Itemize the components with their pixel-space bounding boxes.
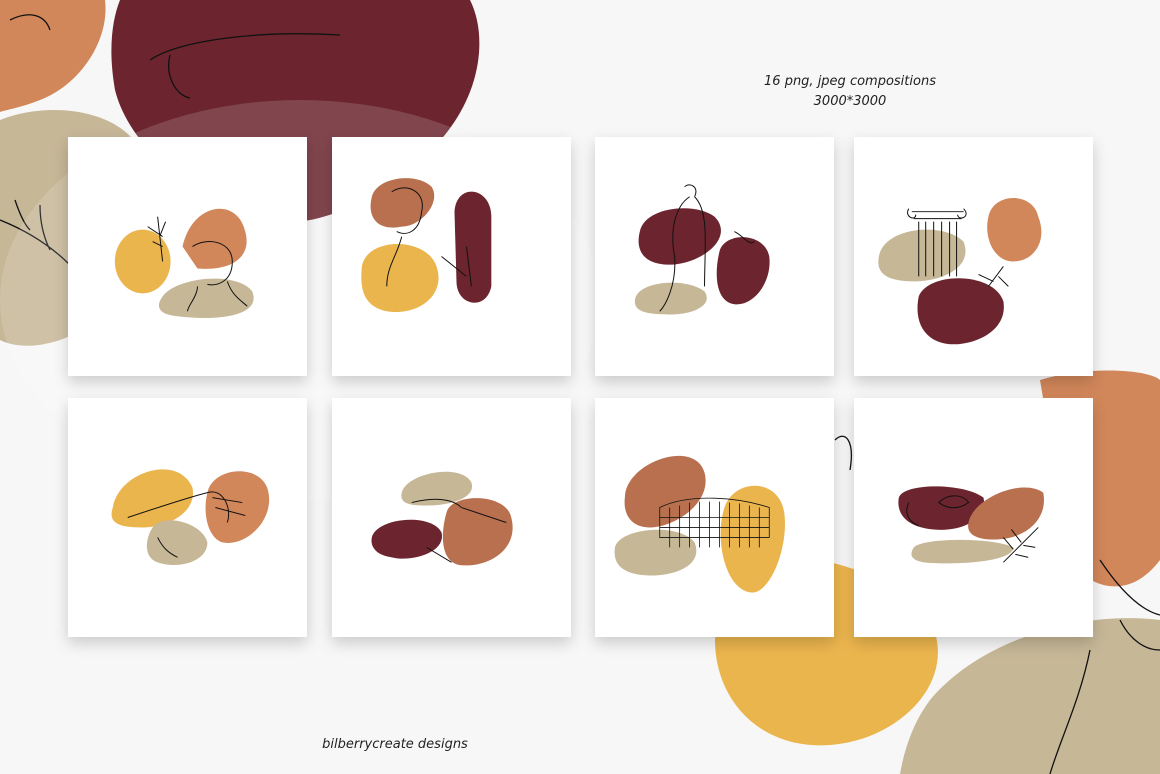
- composition-card-hand-wing: [68, 398, 307, 637]
- bg-blob-beige-bottomright: [900, 618, 1160, 774]
- bg-leaf-branch: [0, 199, 71, 266]
- composition-card-woman: [332, 137, 571, 376]
- composition-card-creation-hands: [332, 398, 571, 637]
- composition-card-column: [854, 137, 1093, 376]
- composition-card-eye-branch: [854, 398, 1093, 637]
- composition-card-bust: [68, 137, 307, 376]
- composition-resolution: 3000*3000: [813, 94, 887, 109]
- composition-card-colosseum: [595, 398, 834, 637]
- bg-blob-orange-topleft: [0, 0, 106, 112]
- composition-count: 16 png, jpeg compositions: [764, 74, 936, 89]
- bg-line-face: [834, 435, 1160, 774]
- bg-line-hand: [9, 14, 341, 99]
- composition-info: 16 png, jpeg compositions 3000*3000: [740, 72, 960, 112]
- composition-card-torso: [595, 137, 834, 376]
- designer-credit: bilberrycreate designs: [322, 737, 468, 752]
